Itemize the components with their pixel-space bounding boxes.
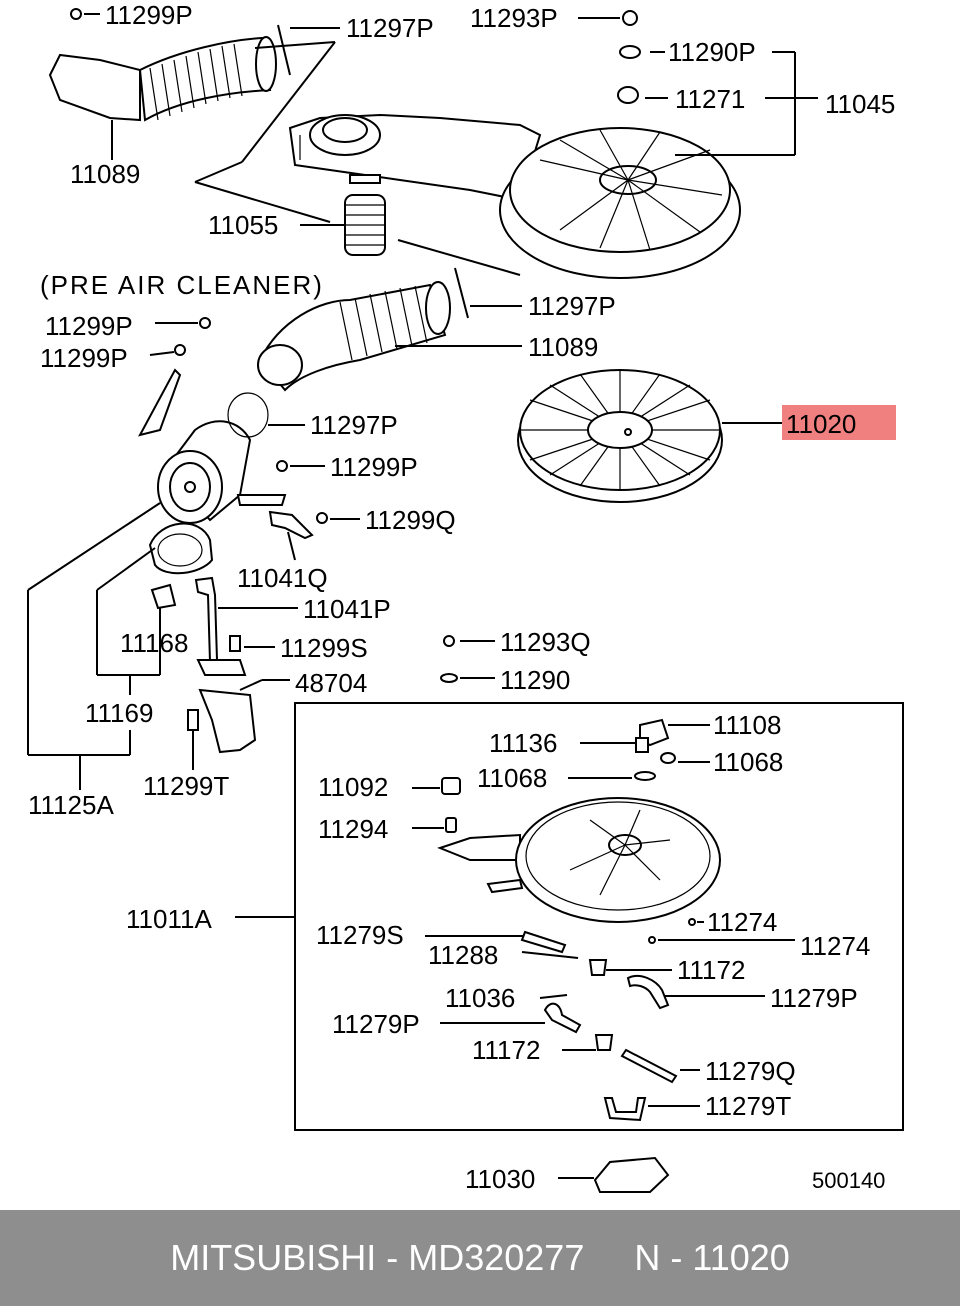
separator: -: [376, 1237, 409, 1278]
label-11288: 11288: [428, 940, 498, 970]
air-filter-element-11020: [517, 369, 723, 503]
air-cleaner-duct: [288, 113, 542, 202]
label-11299P-c: 11299P: [40, 343, 128, 373]
label-11297P-c: 11297P: [310, 410, 398, 440]
label-11068-b: 11068: [477, 763, 547, 793]
label-11294: 11294: [318, 814, 388, 844]
label-11299P-d: 11299P: [330, 452, 418, 482]
part-highlight-11020: [782, 405, 896, 440]
part-info-footer: MITSUBISHI - MD320277 N - 11020: [0, 1210, 960, 1306]
hose-11089-lower: [257, 281, 451, 392]
parts-diagram: 11299P 11297P 11293P 11290P 11271 11045 …: [27, 0, 904, 1194]
diagram-reference-number: 500140: [812, 1168, 885, 1193]
separator: -: [660, 1237, 693, 1278]
label-11172-b: 11172: [472, 1035, 540, 1065]
label-11036: 11036: [445, 983, 515, 1013]
pre-air-cleaner: [138, 368, 287, 524]
label-11279Q: 11279Q: [705, 1056, 796, 1086]
label-11125A: 11125A: [28, 790, 114, 820]
label-11089-a: 11089: [70, 159, 140, 189]
label-11279T: 11279T: [705, 1091, 791, 1121]
spring-11055: [344, 194, 386, 256]
label-11041P: 11041P: [303, 594, 391, 624]
label-11299S: 11299S: [280, 633, 368, 663]
air-cleaner-cover: [499, 127, 741, 279]
label-11299P-a: 11299P: [105, 0, 193, 30]
label-11045: 11045: [825, 89, 895, 119]
label-11290P: 11290P: [668, 37, 756, 67]
label-11108: 11108: [713, 710, 781, 740]
label-11293P: 11293P: [470, 3, 558, 33]
brand-name: MITSUBISHI: [170, 1237, 377, 1278]
label-11279P-a: 11279P: [770, 983, 858, 1013]
hose-11089-upper: [48, 36, 277, 122]
label-11297P-a: 11297P: [346, 13, 434, 43]
label-11279P-b: 11279P: [332, 1009, 420, 1039]
label-11299P-b: 11299P: [45, 311, 133, 341]
label-11020: 11020: [786, 409, 856, 439]
label-11290: 11290: [500, 665, 570, 695]
label-11299Q: 11299Q: [365, 505, 456, 535]
label-11089-b: 11089: [528, 332, 598, 362]
label-48704: 48704: [295, 668, 367, 698]
air-cleaner-lower-case: [437, 797, 721, 923]
label-11068-a: 11068: [713, 747, 783, 777]
label-11011A: 11011A: [126, 904, 212, 934]
label-11293Q: 11293Q: [500, 627, 591, 657]
label-11274-a: 11274: [707, 907, 777, 937]
label-11299T: 11299T: [143, 771, 229, 801]
part-number: MD320277: [408, 1237, 585, 1278]
reference-code: 11020: [692, 1237, 790, 1278]
label-11172-a: 11172: [677, 955, 745, 985]
spacer: [584, 1237, 634, 1279]
label-11030: 11030: [465, 1164, 535, 1194]
reference-letter: N: [634, 1237, 661, 1278]
label-pre-air-cleaner: (PRE AIR CLEANER): [40, 270, 324, 300]
label-11136: 11136: [489, 728, 557, 758]
label-11169: 11169: [85, 698, 153, 728]
label-11168: 11168: [120, 628, 188, 658]
label-11092: 11092: [318, 772, 388, 802]
label-11274-b: 11274: [800, 931, 870, 961]
label-11279S: 11279S: [316, 920, 404, 950]
label-11041Q: 11041Q: [237, 563, 328, 593]
label-11271: 11271: [675, 84, 745, 114]
label-11055: 11055: [208, 210, 278, 240]
label-11297P-b: 11297P: [528, 291, 616, 321]
